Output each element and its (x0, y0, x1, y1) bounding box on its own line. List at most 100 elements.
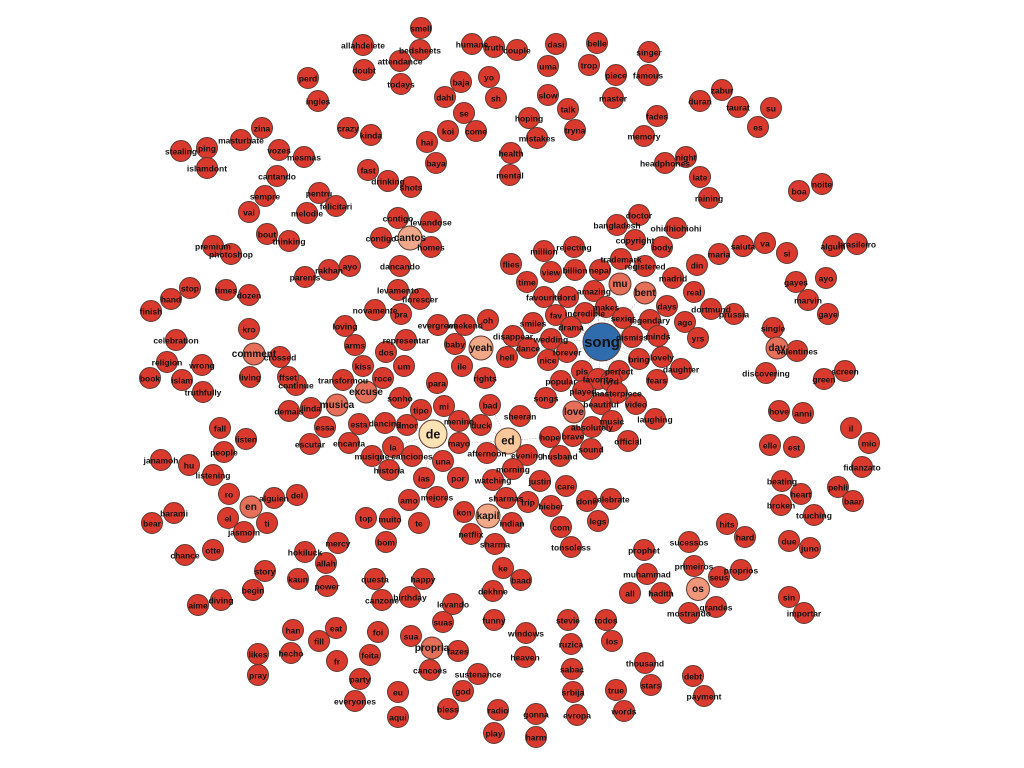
node-official (617, 430, 639, 452)
node-famous (637, 64, 659, 86)
node-circle-amor (396, 414, 418, 436)
node-srbija (562, 681, 584, 703)
node-stars (640, 674, 662, 696)
node-circle-ffset (277, 366, 299, 388)
node-circle-payment (693, 685, 715, 707)
node-circle-music (601, 410, 623, 432)
node-circle-foi (367, 621, 389, 643)
node-sh (485, 87, 507, 109)
node-hu (178, 454, 200, 476)
node-circle-bedsheets (409, 39, 431, 61)
node-amazing (583, 280, 605, 302)
node-circle-rights (474, 367, 496, 389)
node-mi (433, 395, 455, 417)
node-circle-harm (525, 726, 547, 748)
node-circle-sound (580, 438, 602, 460)
node-circle-body (651, 236, 673, 258)
node-circle-levando (442, 593, 464, 615)
node-ohidhiohiohi (665, 217, 687, 239)
node-circle-disappear (502, 325, 524, 347)
node-smiles (522, 312, 544, 334)
node-tonsoless (560, 536, 582, 558)
node-circle-duran (689, 90, 711, 112)
node-circle-drinking (377, 170, 399, 192)
node-circle-os (686, 577, 710, 601)
node-circle-people (213, 441, 235, 463)
node-circle-flies (500, 253, 522, 275)
node-circle-vai (238, 201, 260, 223)
node-listening (202, 464, 224, 486)
node-circle-sheeran (509, 405, 531, 427)
node-circle-va (754, 232, 776, 254)
node-circle-trademark (610, 248, 632, 270)
node-circle-heart (790, 483, 812, 505)
node-circle-levandose (420, 211, 442, 233)
node-circle-florescer (409, 288, 431, 310)
node-circle-com (550, 516, 572, 538)
node-circle-crazy (337, 117, 359, 139)
node-circle-play (483, 722, 505, 744)
node-grandes (705, 596, 727, 618)
node-perd (297, 67, 319, 89)
node-mental (499, 164, 521, 186)
node-hits (716, 513, 738, 535)
node-memory (633, 125, 655, 147)
node-book (139, 367, 161, 389)
node-circle-ruzica (560, 633, 582, 655)
node-thousand (634, 652, 656, 674)
node-lord (557, 286, 579, 308)
node-truth (483, 36, 505, 58)
node-circle-rejecting (563, 236, 585, 258)
node-circle-sexier (612, 307, 634, 329)
node-beating (771, 470, 793, 492)
node-hoping (518, 107, 540, 129)
node-watching (482, 469, 504, 491)
node-canciones (401, 445, 423, 467)
node-thinking (278, 230, 300, 252)
node-doctor (628, 204, 650, 226)
node-bent (633, 281, 657, 305)
node-baad (510, 569, 532, 591)
node-amo (398, 489, 420, 511)
node-god (452, 680, 474, 702)
node-sempre (254, 185, 276, 207)
node-pray (247, 664, 269, 686)
node-circle-essa (314, 416, 336, 438)
node-incredible (574, 302, 596, 324)
node-fazes (447, 640, 469, 662)
node-circle-fades (646, 105, 668, 127)
node-circle-hai (416, 131, 438, 153)
node-loving (334, 315, 356, 337)
node-importar (793, 602, 815, 624)
node-husband (549, 445, 571, 467)
node-todos (595, 609, 617, 631)
node-circle-ohidhiohiohi (665, 217, 687, 239)
node-circle-hecho (280, 642, 302, 664)
node-circle-importar (793, 602, 815, 624)
node-circle-songs (535, 387, 557, 409)
node-yo (478, 66, 500, 88)
node-circle-ingles (307, 90, 329, 112)
node-circle-srbija (562, 681, 584, 703)
node-done (576, 490, 598, 512)
node-circle-smiles (522, 312, 544, 334)
node-circle-singer (638, 41, 660, 63)
node-circle-days (656, 295, 678, 317)
node-circle-legs (587, 510, 609, 532)
node-sustenance (467, 663, 489, 685)
node-top (355, 507, 377, 529)
node-sharmas (495, 487, 517, 509)
node-circle-uma (537, 55, 559, 77)
node-view (540, 261, 562, 283)
node-circle-top (355, 507, 377, 529)
node-circle-broken (770, 494, 792, 516)
node-birthday (399, 586, 421, 608)
node-circle-sonho (389, 387, 411, 409)
node-kro (238, 318, 260, 340)
node-circle-prophet (633, 539, 655, 561)
node-circle-single (762, 317, 784, 339)
node-circle-madrid (662, 267, 684, 289)
node-circle-fr (326, 650, 348, 672)
node-circle-encanta (338, 432, 360, 454)
node-ro (218, 483, 240, 505)
